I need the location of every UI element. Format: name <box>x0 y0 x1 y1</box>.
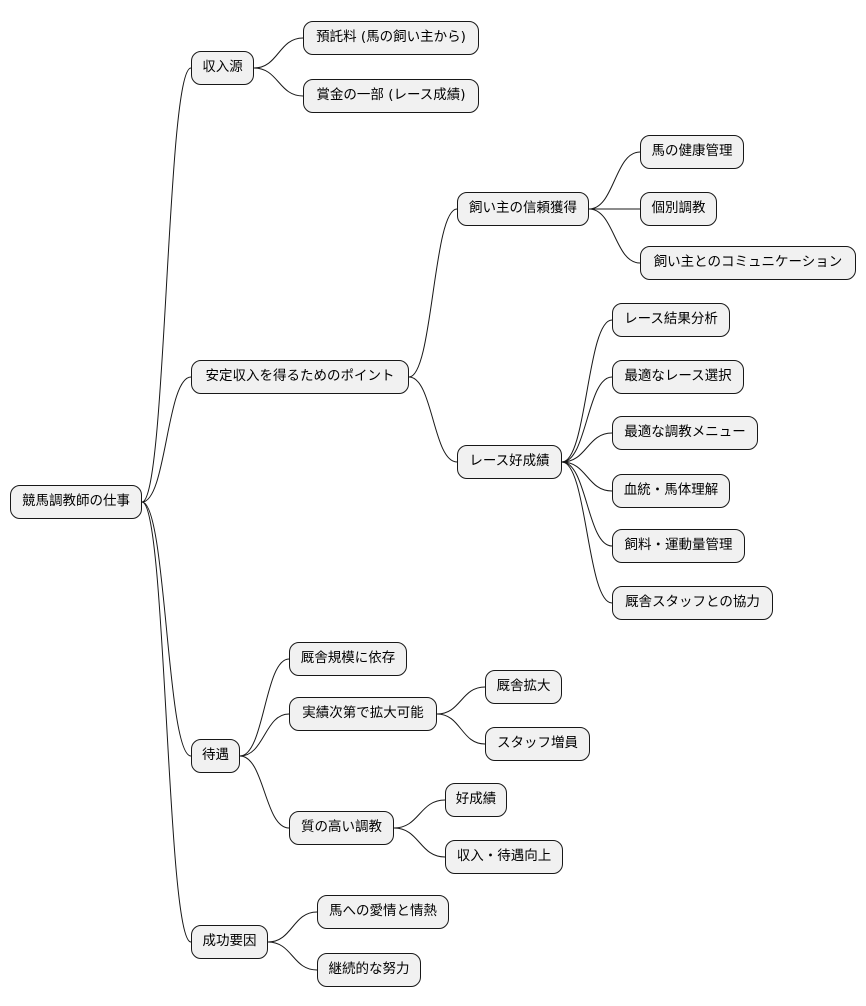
node-deposit-fee: 預託料 (馬の飼い主から) <box>303 21 479 55</box>
connector-n-1-n-1-0 <box>408 208 458 378</box>
connector-n-root-n-2 <box>141 501 192 757</box>
connector-n-1-1-n-1-1-0 <box>561 319 613 463</box>
node-love-passion: 馬への愛情と情熱 <box>317 895 449 929</box>
connector-n-2-1-n-2-1-1 <box>436 713 486 745</box>
connector-n-1-1-n-1-1-4 <box>561 461 613 547</box>
connector-n-3-n-3-0 <box>267 911 318 943</box>
connector-n-1-1-n-1-1-2 <box>561 432 613 463</box>
node-staff-increase: スタッフ増員 <box>485 727 590 761</box>
node-individual-training: 個別調教 <box>640 192 717 226</box>
connector-n-2-2-n-2-2-0 <box>393 799 446 829</box>
node-staff-cooperation: 厩舎スタッフとの協力 <box>612 586 773 620</box>
connector-n-2-n-2-1 <box>239 713 290 757</box>
node-feed-exercise: 飼料・運動量管理 <box>612 529 745 563</box>
connector-n-root-n-3 <box>141 501 192 943</box>
connector-n-root-n-1 <box>141 376 192 503</box>
connector-n-2-n-2-0 <box>239 658 290 757</box>
node-race-results: レース好成績 <box>457 445 562 479</box>
node-treatment: 待遇 <box>191 739 240 773</box>
node-success-factors: 成功要因 <box>191 925 268 959</box>
node-stable-income-points: 安定収入を得るためのポイント <box>191 360 409 394</box>
connector-n-2-1-n-2-1-0 <box>436 686 486 715</box>
node-training-menu: 最適な調教メニュー <box>612 416 758 450</box>
node-continuous-effort: 継続的な努力 <box>317 953 421 987</box>
connector-n-1-1-n-1-1-1 <box>561 376 613 463</box>
connector-n-0-n-0-0 <box>253 37 304 69</box>
connector-n-0-n-0-1 <box>253 67 304 97</box>
node-horse-health: 馬の健康管理 <box>640 135 744 169</box>
node-quality-training: 質の高い調教 <box>289 811 394 845</box>
connector-n-root-n-0 <box>141 67 192 503</box>
connector-n-2-2-n-2-2-1 <box>393 827 446 858</box>
node-prize-share: 賞金の一部 (レース成績) <box>303 79 479 113</box>
connector-n-1-0-n-1-0-2 <box>588 208 641 264</box>
node-root: 競馬調教師の仕事 <box>10 485 142 519</box>
node-good-results: 好成績 <box>445 783 507 817</box>
node-bloodline: 血統・馬体理解 <box>612 474 730 508</box>
node-expandable: 実績次第で拡大可能 <box>289 697 437 731</box>
node-income-improvement: 収入・待遇向上 <box>445 840 563 874</box>
connector-n-2-n-2-2 <box>239 755 290 829</box>
node-race-analysis: レース結果分析 <box>612 303 730 337</box>
node-owner-communication: 飼い主とのコミュニケーション <box>640 246 856 280</box>
connector-n-3-n-3-1 <box>267 941 318 971</box>
connector-n-1-0-n-1-0-0 <box>588 151 641 210</box>
connector-n-1-1-n-1-1-5 <box>561 461 613 604</box>
node-stable-size: 厩舎規模に依存 <box>289 642 407 676</box>
node-race-selection: 最適なレース選択 <box>612 360 744 394</box>
node-income-sources: 収入源 <box>191 51 254 85</box>
connector-n-1-n-1-1 <box>408 376 458 463</box>
node-owner-trust: 飼い主の信頼獲得 <box>457 192 589 226</box>
node-stable-expansion: 厩舎拡大 <box>485 670 562 704</box>
connector-n-1-1-n-1-1-3 <box>561 461 613 492</box>
